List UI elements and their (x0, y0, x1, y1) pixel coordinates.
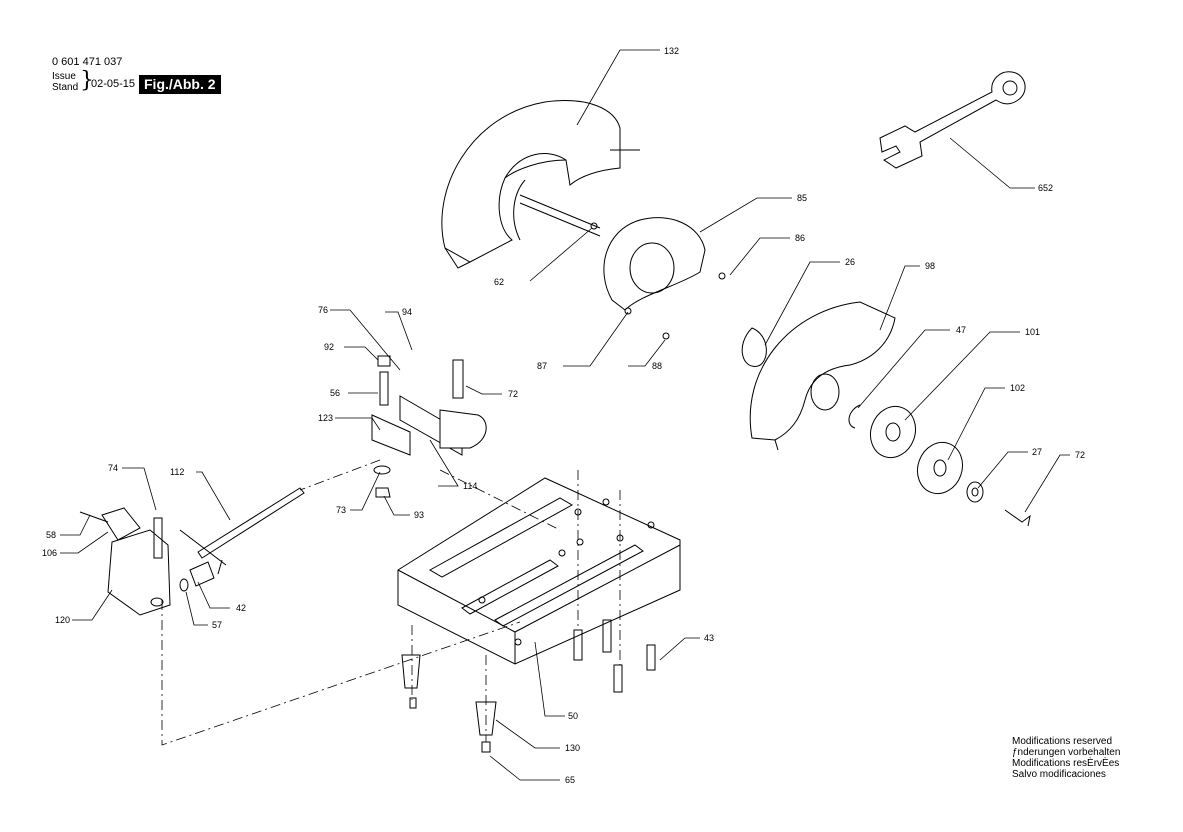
base-bolt-4 (646, 644, 656, 671)
arbor-bolt (1004, 509, 1031, 527)
issue-labels: Issue Stand (52, 71, 78, 93)
guard-screw-86 (718, 272, 726, 280)
modifications-note: Modifications reserved ƒnderungen vorbeh… (1012, 736, 1120, 780)
callout-58: 58 (46, 530, 56, 540)
wrench (879, 71, 1026, 169)
note-line-3: Modifications resÈrvÈes (1012, 758, 1120, 769)
foot-screw-left (409, 697, 417, 709)
pivot-pin (379, 371, 389, 406)
spring-ring (741, 327, 767, 367)
callout-132: 132 (664, 46, 679, 56)
callout-130: 130 (565, 743, 580, 753)
lower-wheel-guard (749, 301, 896, 451)
note-line-2: ƒnderungen vorbehalten (1012, 747, 1121, 758)
part-number: 0 601 471 037 (52, 56, 123, 68)
fence (399, 395, 487, 456)
assembly-line-2 (299, 459, 381, 491)
inner-flange (869, 405, 917, 459)
callout-120: 120 (55, 615, 70, 625)
guard-plate (603, 217, 706, 311)
figure-label: Fig./Abb. 2 (139, 75, 221, 94)
set-screw (377, 355, 391, 367)
callout-73: 73 (336, 505, 346, 515)
base-bolt-1 (573, 629, 583, 661)
callout-57: 57 (212, 620, 222, 630)
callout-112: 112 (170, 467, 184, 477)
rubber-foot-left (401, 654, 421, 689)
circlip (848, 404, 861, 429)
issue-label: Issue (52, 71, 76, 82)
base-plate (397, 477, 681, 665)
outer-flange (916, 441, 964, 495)
callout-50: 50 (568, 711, 578, 721)
foot-screw (481, 741, 491, 753)
callout-65: 65 (565, 775, 575, 785)
callout-76: 76 (318, 305, 328, 315)
guard-screw-88 (662, 332, 670, 340)
vise-jaw (101, 507, 141, 541)
fence-nut (375, 487, 391, 498)
screw-handle (179, 529, 227, 575)
callout-652: 652 (1038, 183, 1053, 193)
callout-87: 87 (537, 361, 547, 371)
callout-56: 56 (330, 388, 340, 398)
callout-47: 47 (956, 325, 966, 335)
callout-43: 43 (704, 633, 714, 643)
fence-bracket (371, 414, 411, 456)
guard-screw-87 (624, 307, 632, 315)
guard-screw-62 (590, 222, 598, 230)
stand-label: Stand (52, 82, 79, 93)
callout-102: 102 (1010, 383, 1025, 393)
callout-26: 26 (845, 257, 855, 267)
callout-42: 42 (236, 603, 246, 613)
assembly-line-1 (161, 600, 521, 746)
callout-94: 94 (402, 307, 412, 317)
base-bolt-2 (602, 619, 612, 653)
callout-101: 101 (1025, 327, 1040, 337)
callout-72-left: 72 (508, 389, 518, 399)
vise-bolt (153, 517, 163, 559)
callout-92: 92 (324, 342, 334, 352)
callout-74: 74 (108, 463, 118, 473)
fence-washer (373, 465, 391, 475)
callout-27: 27 (1032, 447, 1042, 457)
callout-123: 123 (318, 413, 333, 423)
lead-screw (197, 487, 305, 559)
note-line-4: Salvo modificaciones (1012, 769, 1106, 780)
callout-86: 86 (795, 233, 805, 243)
fence-bolt (452, 359, 464, 399)
callout-93: 93 (414, 510, 424, 520)
callout-88: 88 (652, 361, 662, 371)
brace-icon: } (80, 68, 94, 93)
callout-98: 98 (925, 261, 935, 271)
callout-106: 106 (42, 548, 57, 558)
issue-date: 02-05-15 (91, 78, 136, 90)
vise-body (107, 529, 171, 616)
vise-nut (189, 561, 215, 587)
callout-72-right: 72 (1075, 450, 1085, 460)
note-line-1: Modifications reserved (1012, 736, 1113, 747)
callout-85: 85 (797, 193, 807, 203)
base-bolt-3 (613, 664, 623, 693)
vise-clip (179, 578, 189, 592)
vise-pin (79, 511, 109, 523)
upper-wheel-guard (441, 100, 640, 269)
callout-114: 114 (463, 481, 477, 491)
assembly-line-3 (439, 469, 561, 531)
callout-62: 62 (494, 277, 504, 287)
